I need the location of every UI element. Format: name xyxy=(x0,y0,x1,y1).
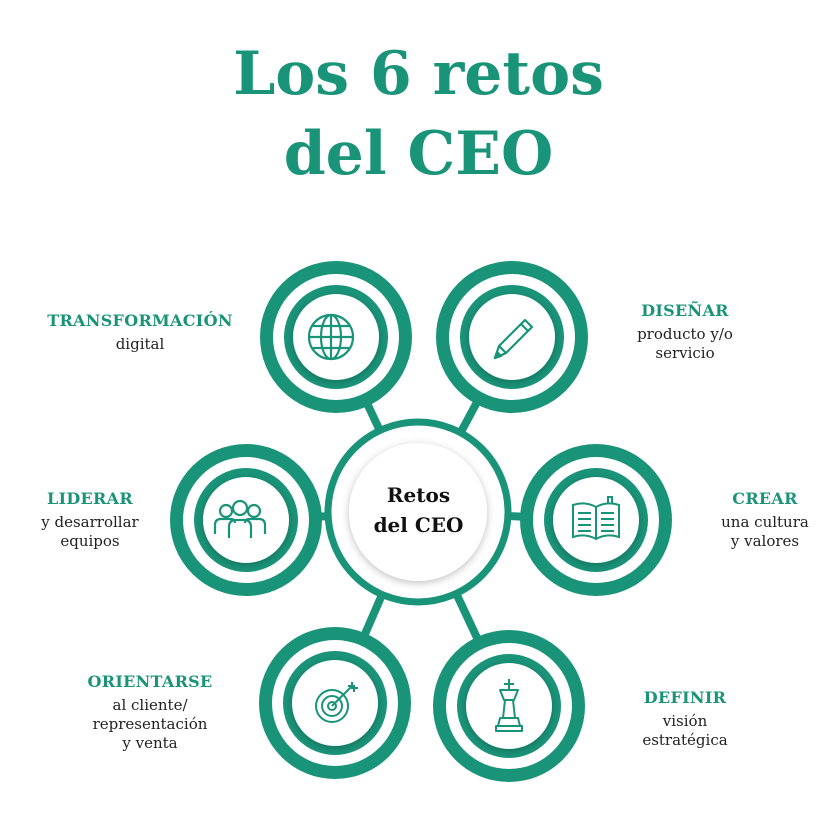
chess-king-icon xyxy=(495,679,523,732)
challenge-orientarse: ORIENTARSE al cliente/ representación y … xyxy=(60,672,240,753)
challenge-crear: CREAR una cultura y valores xyxy=(700,489,830,551)
challenge-subtitle: y desarrollar equipos xyxy=(41,513,139,550)
page-title-line1: Los 6 retos xyxy=(233,39,604,109)
challenge-heading: ORIENTARSE xyxy=(87,672,213,691)
node-liderar xyxy=(170,444,322,596)
node-crear xyxy=(520,444,672,596)
challenge-heading: LIDERAR xyxy=(47,489,133,508)
node-definir xyxy=(433,630,585,782)
challenge-heading: TRANSFORMACIÓN xyxy=(47,311,233,330)
challenge-disenar: DISEÑAR producto y/o servicio xyxy=(610,301,760,363)
challenge-heading: DISEÑAR xyxy=(641,301,729,320)
page-title-line2: del CEO xyxy=(283,119,554,189)
book-icon xyxy=(572,496,620,541)
challenge-transformacion: TRANSFORMACIÓN digital xyxy=(30,311,250,354)
pencil-icon xyxy=(493,318,534,360)
challenge-subtitle: una cultura y valores xyxy=(721,513,809,550)
node-orientarse xyxy=(259,627,411,779)
team-icon xyxy=(213,499,267,538)
challenge-liderar: LIDERAR y desarrollar equipos xyxy=(20,489,160,551)
challenge-heading: DEFINIR xyxy=(643,688,727,707)
node-disenar xyxy=(436,261,588,413)
challenge-subtitle: visión estratégica xyxy=(642,712,728,749)
target-icon xyxy=(315,682,358,723)
challenge-subtitle: al cliente/ representación y venta xyxy=(92,696,208,752)
challenge-heading: CREAR xyxy=(732,489,798,508)
node-transformacion xyxy=(260,261,412,413)
challenge-subtitle: digital xyxy=(115,335,165,353)
center-label: Retos del CEO xyxy=(373,483,464,537)
challenge-definir: DEFINIR visión estratégica xyxy=(615,688,755,750)
challenge-subtitle: producto y/o servicio xyxy=(637,325,733,362)
globe-icon xyxy=(307,313,355,361)
center-node xyxy=(324,418,512,606)
